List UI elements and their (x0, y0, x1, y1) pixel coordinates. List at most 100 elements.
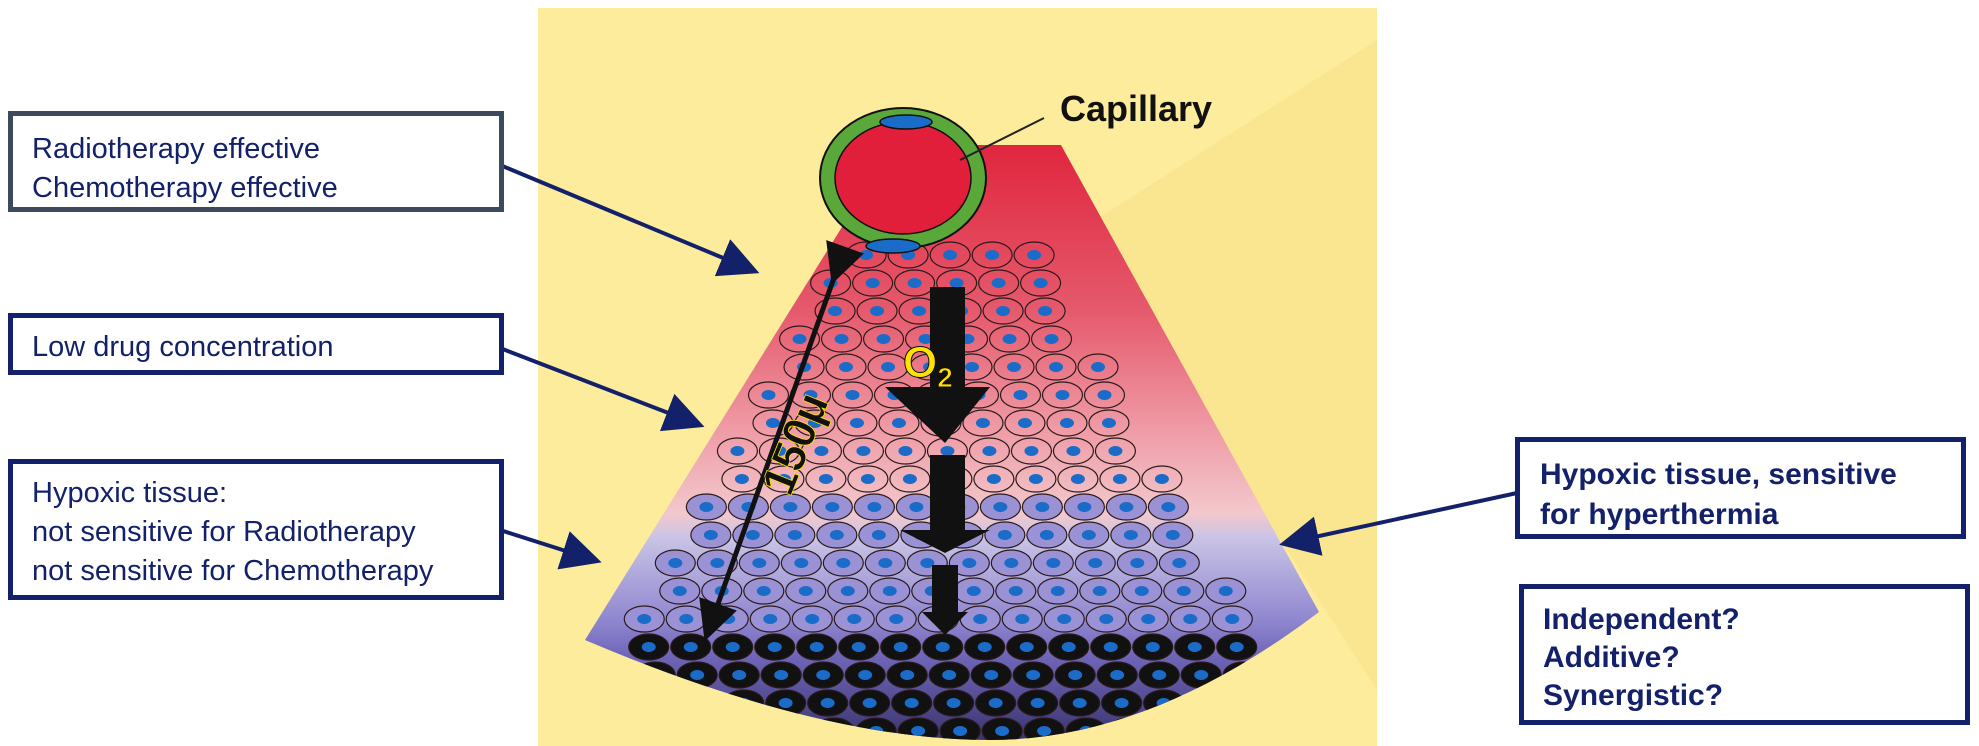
cell-nucleus (1130, 558, 1144, 568)
cell-nucleus (699, 502, 713, 512)
cell-nucleus (889, 614, 903, 624)
endothelial-nucleus (866, 239, 920, 253)
cell-nucleus (1152, 670, 1166, 680)
cell-nucleus (881, 362, 895, 372)
cell-nucleus (1045, 334, 1059, 344)
cell-nucleus (1124, 530, 1138, 540)
callout-text-line: for hyperthermia (1540, 495, 1961, 535)
question-additive: Additive? (1543, 639, 1965, 677)
cell-nucleus (783, 502, 797, 512)
cell-nucleus (1155, 474, 1169, 484)
cell-nucleus (673, 586, 687, 596)
cell-nucleus (953, 726, 967, 736)
cell-nucleus (1172, 558, 1186, 568)
cell-nucleus (1135, 586, 1149, 596)
cell-nucleus (1062, 642, 1076, 652)
cell-nucleus (894, 642, 908, 652)
cell-nucleus (1082, 530, 1096, 540)
cell-nucleus (1141, 614, 1155, 624)
cell-nucleus (996, 306, 1010, 316)
cell-nucleus (1040, 530, 1054, 540)
cell-nucleus (976, 418, 990, 428)
cell-nucleus (867, 502, 881, 512)
callout-hyperthermia: Hypoxic tissue, sensitive for hypertherm… (1515, 437, 1966, 539)
cell-nucleus (836, 558, 850, 568)
cell-nucleus (1077, 502, 1091, 512)
callout-low-drug-zone: Low drug concentration (8, 313, 504, 375)
cell-nucleus (1049, 362, 1063, 372)
cell-nucleus (642, 642, 656, 652)
cell-nucleus (905, 698, 919, 708)
cell-nucleus (1110, 670, 1124, 680)
cell-nucleus (1161, 502, 1175, 512)
cell-nucleus (793, 334, 807, 344)
cell-nucleus (710, 558, 724, 568)
question-independent: Independent? (1543, 601, 1965, 639)
cell-nucleus (757, 586, 771, 596)
cell-nucleus (989, 698, 1003, 708)
cell-nucleus (845, 390, 859, 400)
cell-nucleus (903, 474, 917, 484)
cell-nucleus (1088, 558, 1102, 568)
callout-oxygenated-zone: Radiotherapy effective Chemotherapy effe… (8, 111, 504, 212)
callout-text-line: not sensitive for Radiotherapy (32, 513, 499, 552)
cell-nucleus (684, 642, 698, 652)
callout-text-line: Hypoxic tissue, sensitive (1540, 455, 1961, 495)
cell-nucleus (1013, 390, 1027, 400)
cell-nucleus (859, 250, 873, 260)
cell-nucleus (940, 446, 954, 456)
cell-nucleus (1029, 474, 1043, 484)
cell-nucleus (819, 474, 833, 484)
cell-nucleus (982, 446, 996, 456)
cell-nucleus (978, 642, 992, 652)
cell-nucleus (965, 362, 979, 372)
cell-nucleus (998, 530, 1012, 540)
cell-nucleus (1230, 642, 1244, 652)
endothelial-nucleus (880, 115, 932, 129)
cell-nucleus (898, 446, 912, 456)
cell-nucleus (1183, 614, 1197, 624)
cell-nucleus (852, 642, 866, 652)
cell-nucleus (1194, 670, 1208, 680)
cell-nucleus (870, 306, 884, 316)
cell-nucleus (1091, 362, 1105, 372)
cell-nucleus (1038, 306, 1052, 316)
cell-nucleus (1018, 418, 1032, 428)
capillary-label: Capillary (1060, 88, 1212, 129)
cell-nucleus (768, 642, 782, 652)
cell-nucleus (841, 586, 855, 596)
cell-nucleus (1146, 642, 1160, 652)
callout-hypoxic-zone: Hypoxic tissue: not sensitive for Radiot… (8, 459, 504, 600)
cell-nucleus (1027, 250, 1041, 260)
cell-nucleus (950, 278, 964, 288)
cell-nucleus (908, 278, 922, 288)
callout-text-line: Radiotherapy effective (32, 130, 499, 169)
cell-nucleus (1004, 558, 1018, 568)
cell-nucleus (984, 670, 998, 680)
cell-nucleus (788, 530, 802, 540)
cell-nucleus (1113, 474, 1127, 484)
cell-nucleus (637, 614, 651, 624)
cell-nucleus (947, 698, 961, 708)
cell-nucleus (1108, 446, 1122, 456)
callout-text-line: Chemotherapy effective (32, 169, 499, 208)
cell-nucleus (1068, 670, 1082, 680)
cell-nucleus (1015, 614, 1029, 624)
cell-nucleus (1007, 362, 1021, 372)
cell-nucleus (1020, 642, 1034, 652)
cell-nucleus (1102, 418, 1116, 428)
cell-nucleus (967, 586, 981, 596)
cell-nucleus (763, 614, 777, 624)
cell-nucleus (816, 670, 830, 680)
cell-nucleus (878, 558, 892, 568)
cell-nucleus (861, 474, 875, 484)
cell-nucleus (883, 586, 897, 596)
cell-nucleus (850, 418, 864, 428)
cell-nucleus (1024, 446, 1038, 456)
cell-nucleus (839, 362, 853, 372)
cell-nucleus (794, 558, 808, 568)
cell-nucleus (805, 614, 819, 624)
cell-nucleus (973, 614, 987, 624)
cell-nucleus (799, 586, 813, 596)
question-synergistic: Synergistic? (1543, 677, 1965, 715)
